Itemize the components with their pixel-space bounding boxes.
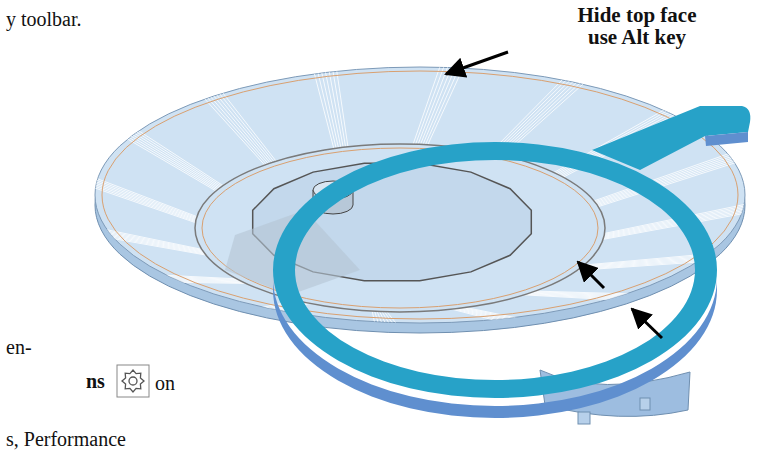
hatch-line <box>127 134 218 189</box>
hatch-line <box>416 63 445 144</box>
hatch-line <box>423 64 457 145</box>
hatch-line <box>457 309 512 322</box>
hatch-line <box>336 67 348 146</box>
tab-side <box>705 132 748 146</box>
teal-ring <box>273 142 717 398</box>
small-tab <box>640 398 650 410</box>
hatch-line <box>205 95 266 164</box>
hatch-line <box>217 91 274 162</box>
hatch-line <box>214 92 272 163</box>
teal-tab <box>592 106 750 170</box>
gear-hole <box>129 377 137 385</box>
hatch-line <box>332 68 345 147</box>
hatch-line <box>211 93 270 163</box>
hatch-line <box>387 312 399 327</box>
hatch-line <box>428 64 465 145</box>
hatch-line <box>133 130 222 187</box>
hatch-line <box>126 135 218 190</box>
hatch-line <box>384 312 395 327</box>
hatch-line <box>93 177 197 217</box>
small-tab <box>578 412 590 424</box>
text-fragment: en- <box>6 336 32 359</box>
hatch-line <box>92 182 196 220</box>
hatch-line <box>91 183 196 220</box>
gear-icon <box>122 370 144 392</box>
gear-outline <box>122 370 144 392</box>
hatch-line <box>452 309 504 322</box>
text-fragment: on <box>155 372 175 395</box>
hatch-line <box>372 311 375 326</box>
text-fragment: ns <box>86 370 105 393</box>
hatch-line <box>92 180 196 218</box>
hatch-line <box>157 275 237 279</box>
hatch-line <box>459 308 515 321</box>
text-fragment: s, Performance <box>6 428 126 451</box>
hatch-line <box>377 311 383 326</box>
hatch-line <box>425 64 460 145</box>
hatch-line <box>375 311 380 326</box>
hatch-line <box>124 137 216 191</box>
hatch-line <box>93 179 197 218</box>
hatch-line <box>106 236 205 254</box>
hatch-line <box>380 312 388 327</box>
hatch-line <box>104 233 204 252</box>
hatch-line <box>129 133 219 189</box>
text-fragment: y toolbar. <box>6 8 82 31</box>
leader-arrow <box>578 262 604 288</box>
hatch-line <box>490 77 565 153</box>
hatch-line <box>579 259 708 269</box>
hatch-line <box>220 90 276 161</box>
hatch-line <box>91 187 196 223</box>
hatch-line <box>135 128 223 185</box>
hatch-line <box>420 64 452 145</box>
hatch-line <box>493 77 569 153</box>
hatch-line <box>105 235 204 254</box>
hatch-line <box>131 131 220 187</box>
hatch-line <box>208 94 268 164</box>
callout-note: Hide top face use Alt key <box>562 4 712 48</box>
hatch-line <box>329 68 344 147</box>
leader-arrow <box>446 52 508 74</box>
hatch-line <box>454 309 507 322</box>
leader-arrow <box>632 309 662 338</box>
options-icon-frame <box>117 365 149 397</box>
